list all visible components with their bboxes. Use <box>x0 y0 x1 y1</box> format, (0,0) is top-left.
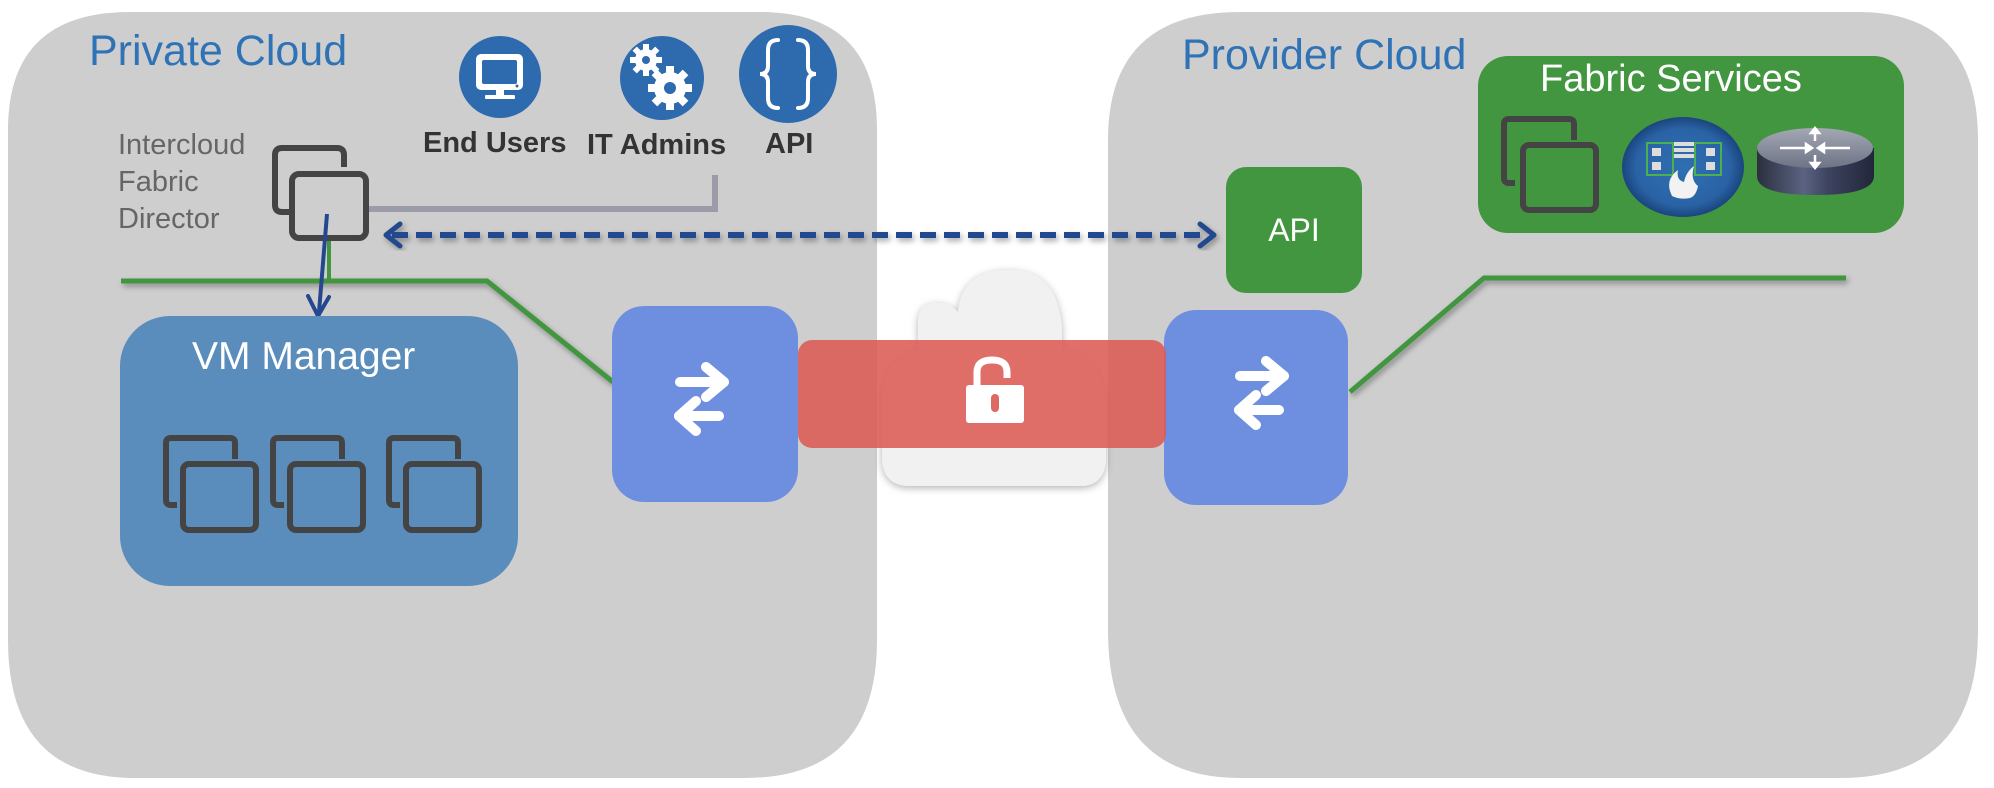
vm-manager-box[interactable]: VM Manager <box>120 316 518 586</box>
fabric-services-title: Fabric Services <box>1540 58 1802 100</box>
api-label: API <box>765 128 813 160</box>
vm-icon-1 <box>163 435 259 533</box>
router-icon <box>1757 125 1874 195</box>
persona-it-admins[interactable]: IT Admins <box>587 36 726 161</box>
vm-icon <box>1501 116 1599 213</box>
icfd-label-line-2: Fabric <box>118 166 199 198</box>
curly-braces-icon <box>759 38 817 110</box>
persona-api[interactable]: API <box>739 25 837 160</box>
private-cloud-title: Private Cloud <box>89 27 347 75</box>
gears-icon <box>630 44 692 110</box>
end-users-label: End Users <box>423 127 566 159</box>
icfd-label-line-1: Intercloud <box>118 129 245 161</box>
private-cloud-switch[interactable] <box>612 306 798 502</box>
provider-cloud-panel: Provider Cloud Fabric Services <box>1108 12 1978 778</box>
swap-arrows-icon <box>674 362 729 436</box>
api-circle <box>739 25 837 123</box>
icfd-icon[interactable] <box>272 145 369 241</box>
private-cloud-panel: Private Cloud End Users <box>8 12 877 778</box>
persona-connector-line <box>367 175 718 212</box>
firewall-icon <box>1622 117 1744 217</box>
provider-api-box[interactable]: API <box>1226 167 1362 293</box>
secure-tunnel[interactable] <box>798 340 1166 448</box>
private-network-line <box>121 278 615 384</box>
persona-end-users[interactable]: End Users <box>423 36 566 159</box>
vm-icon-3 <box>386 435 482 533</box>
vm-manager-title: VM Manager <box>192 335 415 378</box>
swap-arrows-icon <box>1234 356 1289 430</box>
vm-icon-2 <box>270 435 366 533</box>
fabric-services-box[interactable]: Fabric Services <box>1478 56 1904 233</box>
provider-cloud-switch[interactable] <box>1164 310 1348 505</box>
monitor-icon <box>476 54 523 99</box>
icfd-to-provider-api-arrow <box>383 221 1217 249</box>
icfd-label-line-3: Director <box>118 203 220 235</box>
provider-cloud-title: Provider Cloud <box>1182 31 1466 79</box>
it-admins-label: IT Admins <box>587 129 726 161</box>
provider-api-label: API <box>1268 212 1320 248</box>
unlocked-padlock-icon <box>966 356 1024 423</box>
provider-network-line <box>1348 275 1846 394</box>
